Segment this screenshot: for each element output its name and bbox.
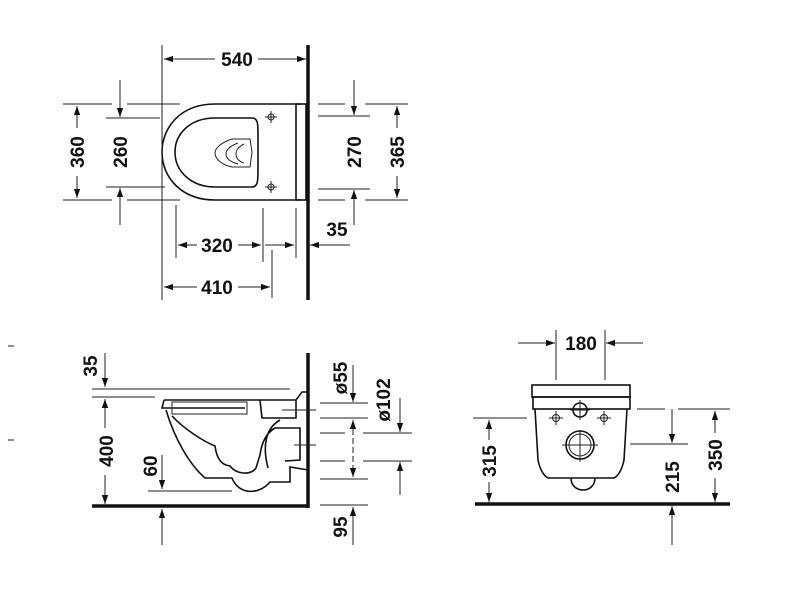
dimension-350: 350 [706, 439, 727, 471]
seat-lid [171, 401, 248, 415]
outlet-hole-icon [562, 430, 598, 462]
dimension-diameter-55: ø55 [331, 361, 352, 394]
dimension-270: 270 [345, 136, 366, 168]
dimension-diameter-102: ø102 [374, 378, 395, 421]
dimension-410: 410 [201, 278, 233, 299]
dimension-35-seat: 35 [81, 355, 102, 377]
dimension-95: 95 [331, 516, 352, 538]
dimension-180: 180 [565, 334, 597, 355]
top-view: 540 360 260 270 365 320 35 [63, 45, 409, 300]
seat-opening [174, 117, 259, 188]
dimension-320: 320 [201, 236, 233, 257]
inlet-hole-icon [570, 400, 590, 420]
bowl-outer [165, 409, 309, 493]
dimension-60: 60 [141, 455, 162, 476]
fixing-hole-icon [549, 411, 563, 425]
bowl-body [534, 408, 628, 479]
dimension-315: 315 [480, 445, 501, 477]
dimension-260: 260 [111, 136, 132, 168]
dimension-400: 400 [97, 435, 118, 467]
dimension-365: 365 [388, 136, 409, 168]
outlet-hole [214, 138, 253, 168]
seat-top [531, 384, 631, 398]
fixing-hole-icon [597, 411, 611, 425]
front-view: 180 315 215 350 [473, 330, 730, 545]
fixing-hole-icon [265, 111, 277, 123]
dimension-360: 360 [68, 136, 89, 168]
seat-band [532, 396, 631, 410]
fixing-hole-icon [265, 181, 277, 193]
seat-profile [160, 399, 260, 409]
side-view: 35 400 60 ø55 ø102 95 [81, 353, 412, 545]
trap [570, 477, 596, 491]
bowl-inner [171, 415, 301, 474]
bowl-back [295, 103, 307, 201]
dimension-215: 215 [663, 461, 684, 493]
dimension-35-wall: 35 [326, 220, 348, 241]
inlet-connector [259, 391, 308, 419]
dimension-540: 540 [221, 50, 253, 71]
